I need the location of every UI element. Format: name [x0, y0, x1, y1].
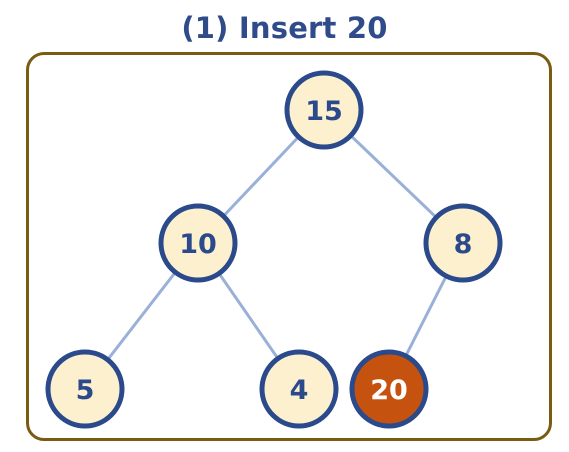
tree-node-4: 4: [259, 349, 339, 429]
tree-node-20: 20: [349, 349, 429, 429]
tree-node-10: 10: [158, 203, 238, 283]
node-circle: [45, 349, 125, 429]
tree-node-5: 5: [45, 349, 125, 429]
node-circle: [259, 349, 339, 429]
node-circle: [349, 349, 429, 429]
diagram-title: (1) Insert 20: [181, 11, 388, 45]
node-label: 15: [305, 96, 343, 127]
node-label: 8: [454, 229, 473, 260]
tree-node-8: 8: [423, 203, 503, 283]
node-label: 4: [290, 375, 309, 406]
node-circle: [284, 70, 364, 150]
tree-frame: [26, 52, 552, 441]
node-label: 20: [370, 375, 408, 406]
tree-nodes: 15 10 8 5 4 20: [45, 70, 503, 429]
node-circle: [158, 203, 238, 283]
node-label: 10: [179, 229, 217, 260]
tree-edges: [83, 108, 465, 390]
node-circle: [423, 203, 503, 283]
tree-node-15: 15: [284, 70, 364, 150]
node-label: 5: [76, 375, 95, 406]
